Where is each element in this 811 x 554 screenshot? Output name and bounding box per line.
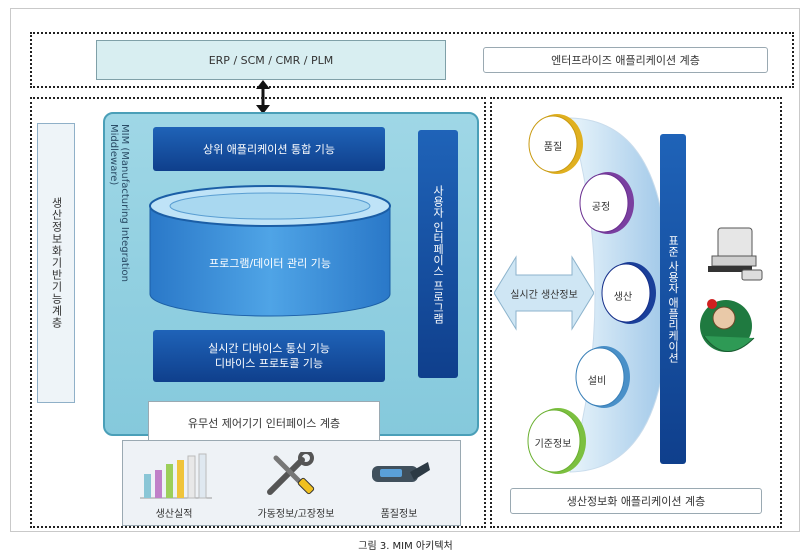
tools-icon (267, 452, 315, 495)
device-protocol-label: 디바이스 프로토콜 기능 (214, 357, 324, 370)
user-interface-bar: 사용자 인터페이스 프로그램 (418, 130, 458, 378)
figure-caption: 그림 3. MIM 아키텍처 (358, 541, 453, 552)
base-function-region (30, 97, 486, 528)
standard-user-app-label: 표준 사용자 애플리케이션 (666, 235, 680, 363)
device-comm-label: 실시간 디바이스 통신 기능 (208, 342, 330, 355)
circle-process-label: 공정 (591, 202, 611, 213)
circle-production-label: 생산 (613, 292, 633, 303)
circle-reference-label: 기준정보 (534, 439, 572, 450)
erp-label: ERP / SCM / CMR / PLM (208, 53, 334, 67)
erp-box: ERP / SCM / CMR / PLM (96, 40, 446, 80)
circle-quality (528, 114, 583, 174)
enterprise-region (30, 32, 794, 88)
operation-fault-label: 가동정보/고장정보 (257, 509, 335, 520)
wired-interface-label: 유무선 제어기기 인터페이스 계층 (187, 417, 341, 430)
device-banner: 실시간 디바이스 통신 기능 디바이스 프로토콜 기능 (153, 330, 385, 382)
upper-integration-banner: 상위 애플리케이션 통합 기능 (153, 127, 385, 171)
production-results-label: 생산실적 (155, 509, 193, 520)
worker-at-computer-icon (700, 227, 763, 352)
upper-integration-label: 상위 애플리케이션 통합 기능 (203, 142, 335, 156)
enterprise-layer-box: 엔터프라이즈 애플리케이션 계층 (483, 47, 768, 73)
base-function-layer-box: 생산정보화기반기능계층 (37, 123, 75, 403)
program-data-cylinder (149, 185, 391, 317)
circle-process (579, 172, 634, 234)
production-app-layer-label: 생산정보화 애플리케이션 계층 (566, 495, 706, 508)
enterprise-layer-label: 엔터프라이즈 애플리케이션 계층 (551, 54, 700, 67)
production-app-layer-box: 생산정보화 애플리케이션 계층 (510, 488, 762, 514)
wired-interface-box: 유무선 제어기기 인터페이스 계층 (148, 401, 380, 445)
realtime-double-arrow (494, 255, 594, 331)
bar-chart-icon (140, 453, 212, 499)
standard-user-app-bar: 표준 사용자 애플리케이션 (660, 134, 686, 464)
quality-info-label: 품질정보 (380, 509, 418, 520)
user-interface-label: 사용자 인터페이스 프로그램 (431, 184, 445, 324)
production-app-region (490, 97, 782, 528)
scanner-icon (372, 462, 430, 482)
mim-title: MIM (Manufacturing Integration Middlewar… (108, 124, 130, 282)
circle-reference (527, 408, 586, 474)
circle-production (601, 262, 656, 324)
circle-quality-label: 품질 (543, 142, 563, 153)
realtime-label: 실시간 생산정보 (510, 290, 578, 301)
base-function-layer-label: 생산정보화기반기능계층 (50, 197, 63, 329)
circle-equipment (575, 346, 630, 408)
program-data-label: 프로그램/데이터 관리 기능 (208, 257, 332, 270)
circle-equipment-label: 설비 (587, 376, 607, 387)
